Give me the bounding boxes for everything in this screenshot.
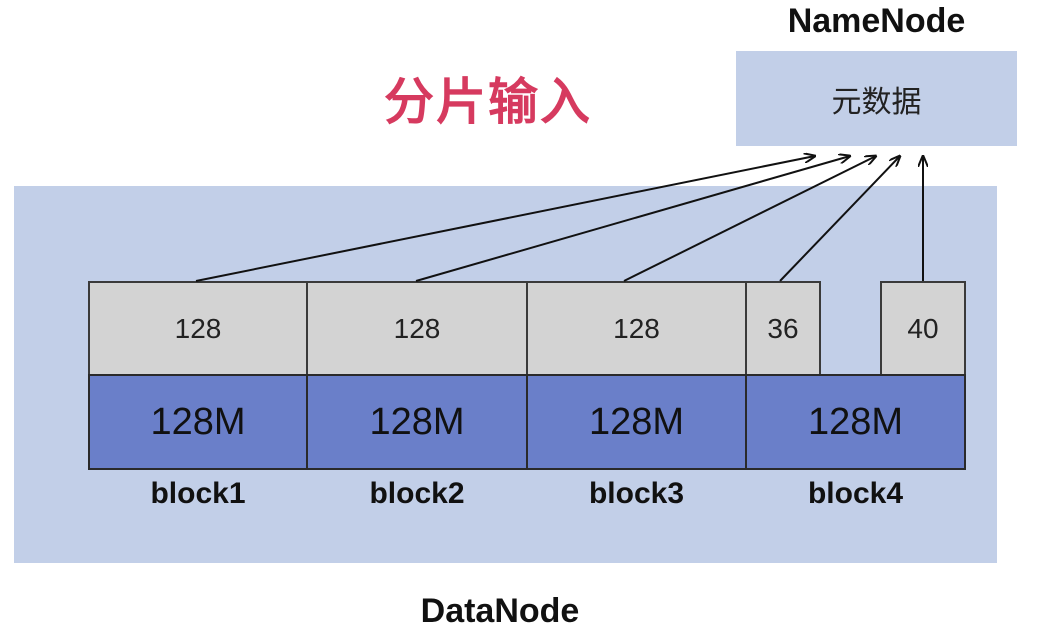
datanode-title: DataNode <box>420 592 580 630</box>
block-label-2: block2 <box>369 477 465 510</box>
split-1: 128 <box>88 281 308 376</box>
namenode-box: 元数据 <box>736 51 1017 146</box>
block-1: 128M <box>88 374 308 470</box>
namenode-title: NameNode <box>787 2 966 40</box>
arrow-split-3 <box>623 156 876 282</box>
diagram-title: 分片输入 <box>384 74 592 130</box>
block-label-4: block4 <box>807 477 904 510</box>
arrow-split-4 <box>779 156 900 282</box>
arrow-split-1 <box>195 156 815 282</box>
block-label-3: block3 <box>588 477 685 510</box>
block-label-1: block1 <box>150 477 246 510</box>
block-4: 128M <box>745 374 966 470</box>
block-3: 128M <box>526 374 747 470</box>
namenode-content: 元数据 <box>831 85 922 119</box>
block-2: 128M <box>306 374 528 470</box>
arrow-split-2 <box>415 156 850 282</box>
split-5: 40 <box>880 281 966 376</box>
